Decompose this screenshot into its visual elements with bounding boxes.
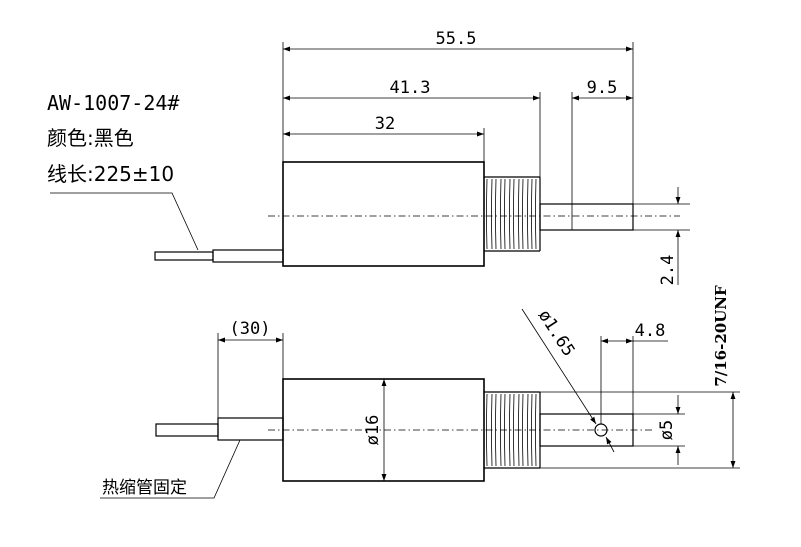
bottom-view: ø16 ø5 4.8 ø1.65 (30) 7/16-20UNF 热缩管固定 xyxy=(100,285,740,499)
wire-length-label: 线长:225±10 xyxy=(47,162,174,186)
model-label: AW-1007-24# xyxy=(47,91,179,115)
top-thread xyxy=(484,176,541,252)
dim-wire-out: (30) xyxy=(230,319,271,339)
dim-hole-position: 4.8 xyxy=(635,321,666,341)
dim-body-diameter: ø16 xyxy=(363,415,383,446)
dim-thread-spec: 7/16-20UNF xyxy=(712,285,730,387)
dim-overall-length: 55.5 xyxy=(436,29,477,49)
top-view: 55.5 41.3 32 9.5 2.4 xyxy=(50,29,690,285)
notes-leader xyxy=(50,192,199,251)
notes-block: AW-1007-24# 颜色:黑色 线长:225±10 xyxy=(47,91,179,186)
heat-shrink-label: 热缩管固定 xyxy=(102,478,187,498)
color-label: 颜色:黑色 xyxy=(47,126,134,150)
top-plunger xyxy=(539,203,634,231)
heat-shrink-leader xyxy=(100,439,241,499)
bottom-wire xyxy=(155,417,284,441)
dim-wire-gap: 2.4 xyxy=(658,255,678,286)
dim-body-to-thread: 41.3 xyxy=(390,78,431,98)
dim-hole-diameter: ø1.65 xyxy=(534,306,579,360)
dim-body-length: 32 xyxy=(375,114,395,134)
top-body xyxy=(282,161,485,267)
dim-plunger-diameter: ø5 xyxy=(657,420,677,440)
dim-stroke: 9.5 xyxy=(587,78,618,98)
top-wire xyxy=(154,249,284,263)
